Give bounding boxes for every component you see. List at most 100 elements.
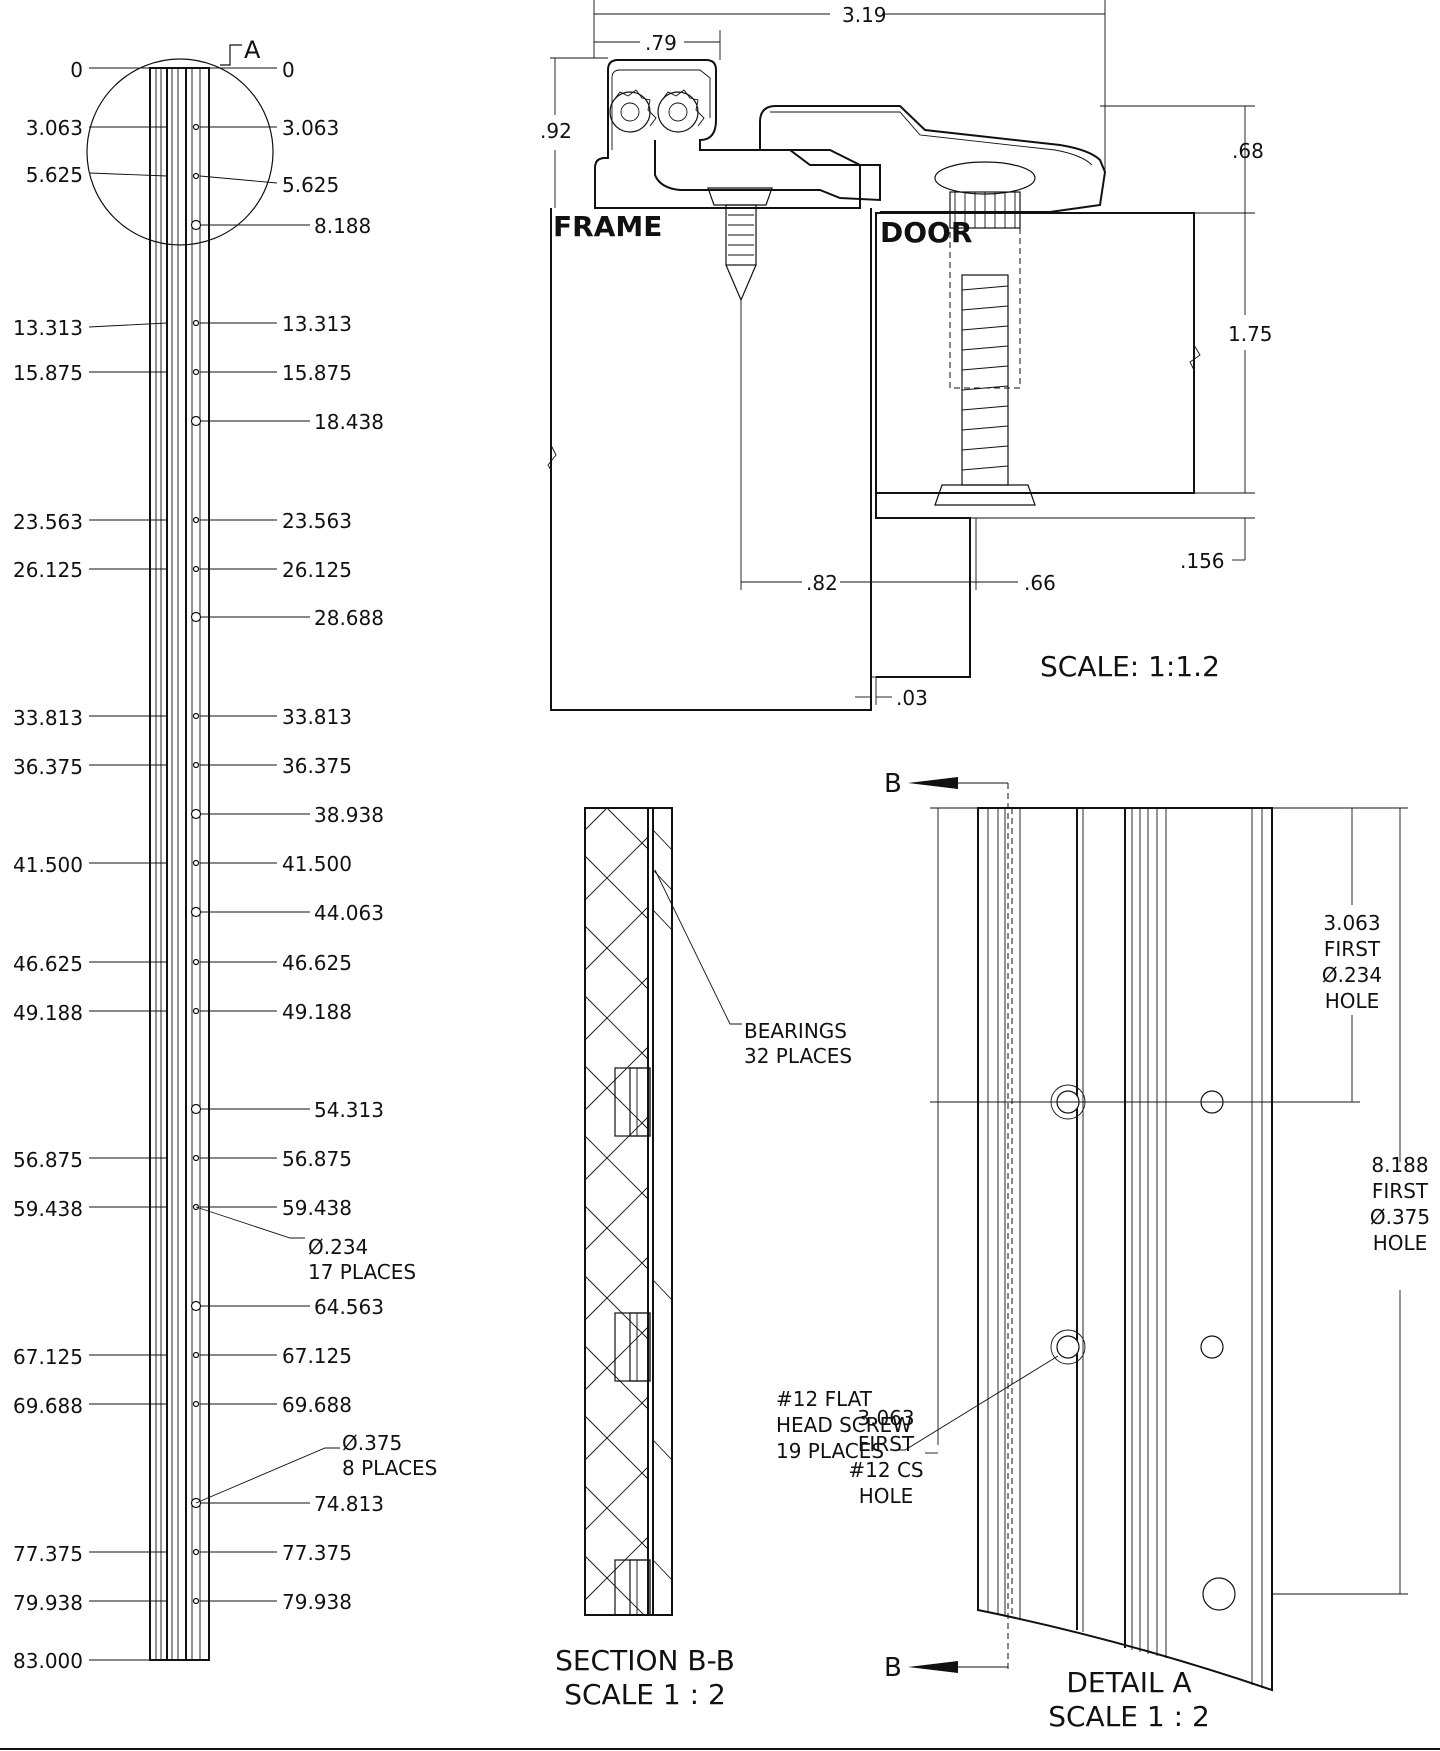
dim-clearance: .03 <box>896 686 928 710</box>
small-hole-row <box>192 1007 277 1015</box>
left-dim-10: 46.625 <box>13 952 83 976</box>
small-hole-row <box>192 1203 277 1211</box>
screw-note-line-2: HEAD SCREW <box>776 1413 912 1437</box>
large-hole-note-count: 8 PLACES <box>342 1456 437 1480</box>
right-small-dim-7: 33.813 <box>282 705 352 729</box>
left-dim-0: 0 <box>70 58 83 82</box>
detail-large-hole-dim-hole: HOLE <box>1373 1231 1428 1255</box>
right-large-dim-4: 44.063 <box>314 901 384 925</box>
detail-large-hole-dim-value: 8.188 <box>1371 1153 1428 1177</box>
left-dim-18: 83.000 <box>13 1649 83 1673</box>
installed-section-view: FRAME DOOR 3.19 .79 .92 .68 1.75 .156 .8… <box>540 0 1273 711</box>
detail-a-view: B B 3.063 FIRST Ø.234 HOLE 8.188 FIRST Ø… <box>776 769 1430 1733</box>
small-hole-row <box>192 1154 277 1162</box>
small-hole-row <box>192 319 277 327</box>
bearings-note-2: 32 PLACES <box>744 1044 852 1068</box>
door-outline <box>875 212 1195 494</box>
left-dim-12: 56.875 <box>13 1148 83 1172</box>
right-large-hole-dimensions: 8.188 18.438 28.688 38.938 44.063 54.313… <box>190 214 384 1516</box>
detail-cs-hole-dim-size: #12 CS <box>848 1458 923 1482</box>
detail-cs-hole-dim-first: FIRST <box>858 1432 915 1456</box>
door-screw <box>934 161 1036 506</box>
right-small-dim-9: 41.500 <box>282 852 352 876</box>
screw-note-line-3: 19 PLACES <box>776 1439 884 1463</box>
small-hole-row <box>192 712 277 720</box>
left-dim-17: 79.938 <box>13 1591 83 1615</box>
hinge-body <box>149 67 210 1661</box>
small-hole-row <box>192 516 277 524</box>
small-hole-row <box>192 1351 277 1359</box>
dim-screw-offset: .82 <box>806 571 838 595</box>
right-small-dim-6: 26.125 <box>282 558 352 582</box>
small-hole-row <box>192 368 277 376</box>
section-marker-bottom: B <box>884 1653 902 1683</box>
frame-stop <box>875 493 971 678</box>
large-hole-note-size: Ø.375 <box>342 1431 402 1455</box>
bearing-block <box>614 1559 651 1616</box>
small-hole-row <box>192 958 277 966</box>
hole-callouts: Ø.234 17 PLACES Ø.375 8 PLACES <box>195 1206 437 1504</box>
right-small-hole-dimensions: 0 3.063 5.625 13.313 15.875 23.563 26.12… <box>192 58 352 1614</box>
right-small-dim-0: 0 <box>282 58 295 82</box>
section-bb-scale: SCALE 1 : 2 <box>564 1678 726 1711</box>
right-large-dim-0: 8.188 <box>314 214 371 238</box>
bearing-block <box>614 1067 651 1137</box>
section-view-scale: SCALE: 1:1.2 <box>1040 650 1220 683</box>
detail-a-scale: SCALE 1 : 2 <box>1048 1700 1210 1733</box>
detail-large-hole-dim-first: FIRST <box>1372 1179 1429 1203</box>
left-dim-15: 69.688 <box>13 1394 83 1418</box>
hinge-elevation: A <box>86 36 274 1661</box>
right-small-dim-2: 5.625 <box>282 173 339 197</box>
screw-note-line-1: #12 FLAT <box>776 1387 873 1411</box>
section-bb-title: SECTION B-B <box>555 1644 735 1677</box>
left-dim-13: 59.438 <box>13 1197 83 1221</box>
right-small-dim-12: 56.875 <box>282 1147 352 1171</box>
right-small-dim-3: 13.313 <box>282 312 352 336</box>
dim-overall-width: 3.19 <box>842 3 887 27</box>
small-hole-note-count: 17 PLACES <box>308 1260 416 1284</box>
left-dimension-labels: 0 3.063 5.625 13.313 15.875 23.563 26.12… <box>13 58 168 1673</box>
left-dim-14: 67.125 <box>13 1345 83 1369</box>
detail-small-hole-dim-size: Ø.234 <box>1322 963 1382 987</box>
right-large-dim-2: 28.688 <box>314 606 384 630</box>
small-hole-row <box>192 123 277 131</box>
frame-label: FRAME <box>553 210 662 243</box>
detail-large-hole-dim-size: Ø.375 <box>1370 1205 1430 1229</box>
small-hole-row <box>192 761 277 769</box>
detail-small-hole-dim-first: FIRST <box>1324 937 1381 961</box>
section-bb-view: BEARINGS 32 PLACES SECTION B-B SCALE 1 :… <box>555 807 852 1711</box>
hinge-frame-leaf <box>594 59 861 209</box>
left-dim-4: 15.875 <box>13 361 83 385</box>
left-dim-11: 49.188 <box>13 1001 83 1025</box>
dim-hinge-height: .92 <box>540 119 572 143</box>
small-hole-note-size: Ø.234 <box>308 1235 368 1259</box>
detail-small-hole-dim-value: 3.063 <box>1323 911 1380 935</box>
small-hole-row <box>192 565 277 573</box>
left-dim-2: 5.625 <box>26 163 83 187</box>
bearings-note-1: BEARINGS <box>744 1019 847 1043</box>
small-hole-row <box>192 1548 277 1556</box>
detail-small-hole-dim-hole: HOLE <box>1325 989 1380 1013</box>
left-dim-1: 3.063 <box>26 116 83 140</box>
section-marker-top: B <box>884 769 902 799</box>
detail-cs-hole-dim-value: 3.063 <box>857 1406 914 1430</box>
left-dim-8: 36.375 <box>13 755 83 779</box>
right-small-dim-17: 79.938 <box>282 1590 352 1614</box>
small-hole-row <box>192 859 277 867</box>
left-dim-5: 23.563 <box>13 510 83 534</box>
detail-cs-hole-dim-hole: HOLE <box>859 1484 914 1508</box>
right-small-dim-14: 67.125 <box>282 1344 352 1368</box>
small-hole-row <box>192 1597 277 1605</box>
small-hole-row <box>192 1400 277 1408</box>
right-small-dim-13: 59.438 <box>282 1196 352 1220</box>
left-dim-3: 13.313 <box>13 316 83 340</box>
left-dim-16: 77.375 <box>13 1542 83 1566</box>
right-small-dim-11: 49.188 <box>282 1000 352 1024</box>
right-large-dim-6: 64.563 <box>314 1295 384 1319</box>
door-label: DOOR <box>880 216 972 249</box>
dim-hinge-width: .79 <box>645 31 677 55</box>
right-small-dim-4: 15.875 <box>282 361 352 385</box>
right-small-dim-5: 23.563 <box>282 509 352 533</box>
detail-a-circle <box>86 58 274 246</box>
